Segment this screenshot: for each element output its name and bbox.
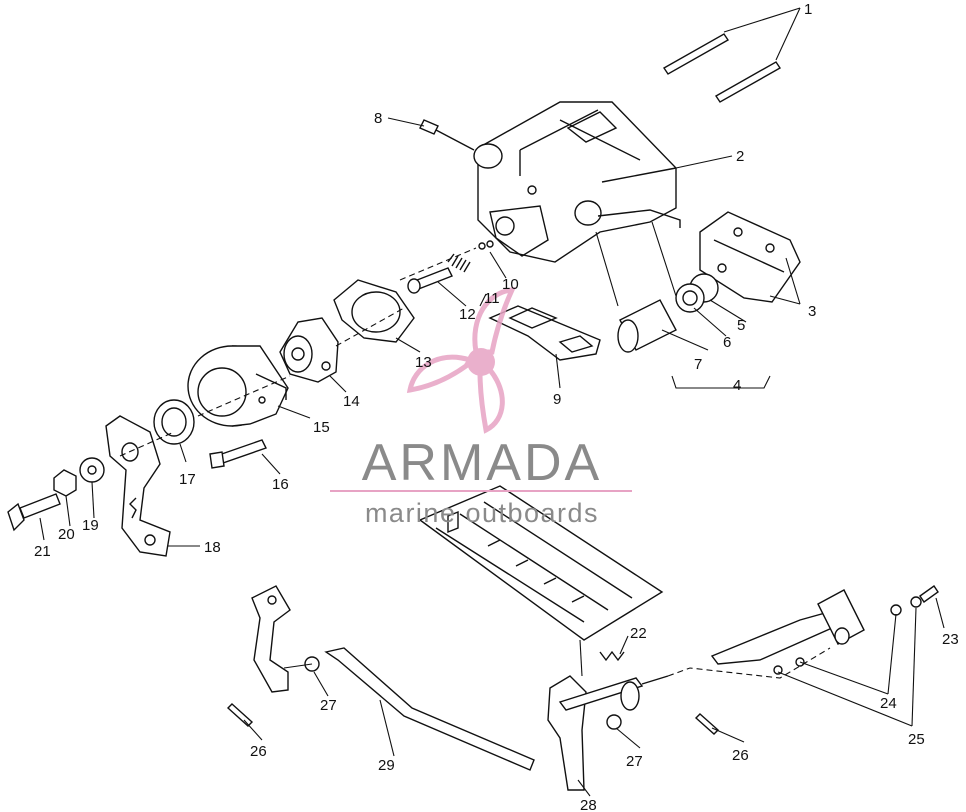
propeller-logo-icon [406,287,517,434]
callout-22: 22 [630,625,647,642]
part-fasteners-left [7,457,105,532]
part-spring-22 [599,650,625,662]
part-bolt-16 [209,439,267,469]
part-left-lever [251,585,291,693]
callout-26-left: 26 [250,743,267,760]
part-washers-27 [304,656,622,730]
watermark-divider [330,490,632,492]
callout-5: 5 [737,317,745,334]
part-drum [187,345,289,427]
callout-12: 12 [459,306,476,323]
callout-18: 18 [204,539,221,556]
callout-4: 4 [733,377,741,394]
callout-7: 7 [694,356,702,373]
callout-9: 9 [553,391,561,408]
callout-10: 10 [502,276,519,293]
callout-2: 2 [736,148,744,165]
watermark-brand: ARMADA [362,434,602,492]
part-bolt-small [419,119,475,151]
callout-29: 29 [378,757,395,774]
part-seats [675,273,719,313]
part-gasket [333,279,415,343]
part-lever [105,415,171,557]
part-bushing [153,399,195,445]
callout-15: 15 [313,419,330,436]
callout-3: 3 [808,303,816,320]
callout-1: 1 [804,1,812,18]
callout-23: 23 [942,631,959,648]
parts-artwork [7,33,939,791]
leader-lines [39,7,945,797]
part-spring-pin [407,240,494,294]
watermark: ARMADA marine outboards [330,287,632,528]
callout-14: 14 [343,393,360,410]
callout-25: 25 [908,731,925,748]
watermark-tagline: marine outboards [365,498,599,528]
part-link-rod [324,647,535,771]
callout-11: 11 [484,290,500,307]
callout-17: 17 [179,471,196,488]
part-pedal-tray [418,485,664,641]
part-cam-housing [279,317,339,383]
callout-19: 19 [82,517,99,534]
callout-16: 16 [272,476,289,493]
callout-28: 28 [580,797,597,812]
callout-6: 6 [723,334,731,351]
part-right-lever [710,585,939,675]
part-rods [663,33,781,103]
callout-27-left: 27 [320,697,337,714]
part-bracket [699,211,801,303]
callout-20: 20 [58,526,75,543]
callout-21: 21 [34,543,51,560]
callout-labels: 1 2 3 4 5 6 7 8 9 10 11 12 13 14 15 16 1… [34,1,959,812]
callout-8: 8 [374,110,382,127]
callout-27-right: 27 [626,753,643,770]
callout-13: 13 [415,354,432,371]
part-housing [473,101,681,263]
callout-24: 24 [880,695,897,712]
part-slide-plate [488,305,601,361]
part-pins-26 [226,703,720,735]
callout-26-right: 26 [732,747,749,764]
part-yoke [547,675,669,791]
part-cylinder [617,299,677,353]
